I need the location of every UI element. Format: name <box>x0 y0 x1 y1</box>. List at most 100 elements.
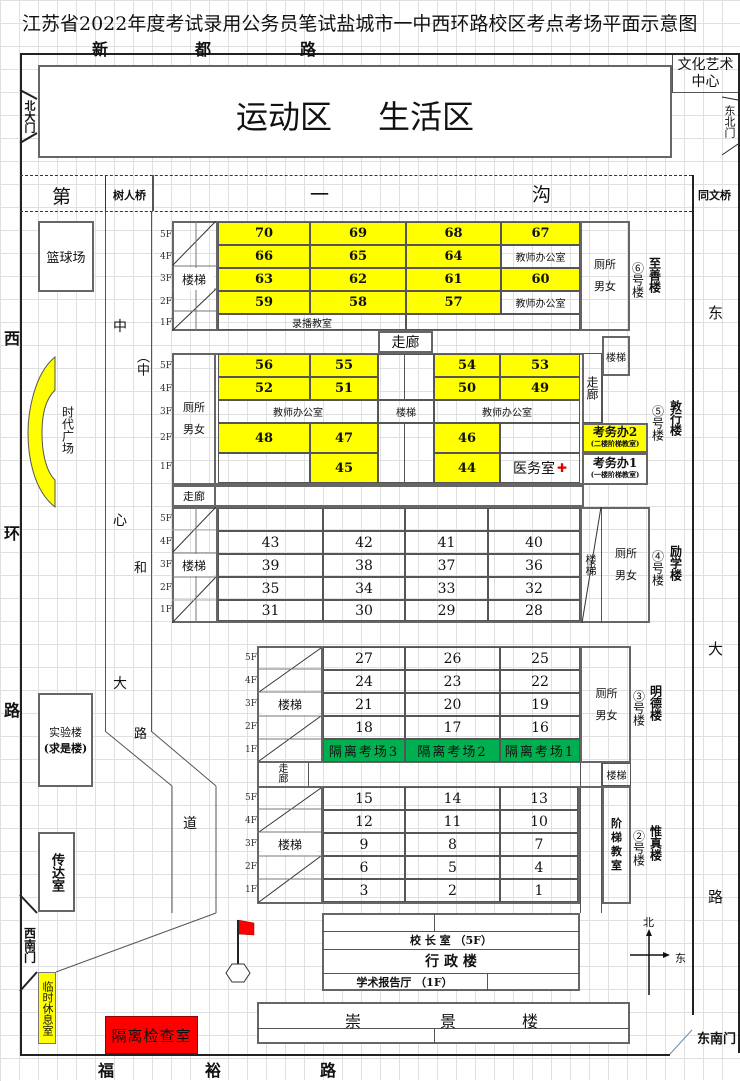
exam-room-36: 36 <box>488 554 580 577</box>
exam-room-51: 51 <box>310 377 378 400</box>
corridor-b3-b2: 走廊 <box>257 763 309 786</box>
basketball-court: 篮球场 <box>38 221 94 292</box>
center-road-5: 路 <box>134 727 148 742</box>
exam-room-15: 15 <box>323 787 405 810</box>
exam-room-10: 10 <box>500 810 578 833</box>
exam-room-18: 18 <box>323 716 405 739</box>
corridor-b6-b5: 走廊 <box>378 331 433 353</box>
exam-room-40: 40 <box>488 531 580 554</box>
exam-room-59: 59 <box>218 291 310 314</box>
medical-room: 医务室✚ <box>500 453 580 483</box>
southeast-gate: 东南门 <box>697 1032 737 1047</box>
exam-room-19: 19 <box>500 693 580 716</box>
tongwen-bridge: 同文桥 <box>698 189 731 202</box>
lab-building-label: 实验楼 <box>49 726 82 739</box>
exam-room-45: 45 <box>310 453 378 483</box>
exam-room-5: 5 <box>405 856 500 879</box>
b4-number: ④号楼 <box>650 550 665 586</box>
sports-life-zone <box>38 65 672 158</box>
exam-room-33: 33 <box>405 577 488 600</box>
center-road-2: 心 <box>113 513 127 529</box>
b4-stairs: 楼梯 <box>174 554 214 576</box>
exam-room-26: 26 <box>405 647 500 670</box>
exam-office-2: 考务办2 (二楼阶梯教室) <box>582 423 648 453</box>
exam-room-30: 30 <box>323 600 405 621</box>
compass-north-label: 北 <box>643 916 654 929</box>
exam-room-39: 39 <box>218 554 323 577</box>
exam-room-27: 27 <box>323 647 405 670</box>
principal-office: 校 长 室 （5F） <box>410 934 492 947</box>
exam-room-37: 37 <box>405 554 488 577</box>
exam-room-57: 57 <box>406 291 501 314</box>
exam-room-12: 12 <box>323 810 405 833</box>
exam-room-20: 20 <box>405 693 500 716</box>
b2-east-stairs: 楼梯 <box>602 763 631 786</box>
exam-room-21: 21 <box>323 693 405 716</box>
recording-classroom: 录播教室 <box>218 314 406 330</box>
exam-room-38: 38 <box>323 554 405 577</box>
b3-name: 明德楼 <box>648 685 663 721</box>
exam-room-56: 56 <box>218 354 310 377</box>
exam-room-2: 2 <box>405 879 500 902</box>
isolation-exam-room-2: 隔离考场2 <box>405 739 500 762</box>
exam-room-22: 22 <box>500 670 580 693</box>
north-gate: 北大门 <box>23 99 36 133</box>
academic-hall: 学术报告厅 （1F） <box>322 973 488 991</box>
road-south-2: 裕 <box>205 1061 222 1080</box>
b4-east-stairs <box>580 507 602 623</box>
life-zone-label: 生活区 <box>378 98 475 136</box>
b5-name: 敦行楼 <box>668 400 683 436</box>
lab-building: 实验楼 (求是楼) <box>38 693 93 787</box>
b6-number: ⑥号楼 <box>630 262 645 298</box>
isolation-check-room: 隔离检查室 <box>105 1016 198 1054</box>
flag-icon <box>225 919 255 983</box>
road-east-1: 东 <box>708 304 724 322</box>
b6-teacher-office-4f: 教师办公室 <box>501 245 580 268</box>
culture-art-center: 文化艺术中心 <box>672 55 738 93</box>
ditch-label-2: 一 <box>310 184 330 206</box>
exam-room-60: 60 <box>501 268 580 291</box>
exam-room-25: 25 <box>500 647 580 670</box>
exam-room-41: 41 <box>405 531 488 554</box>
page-title: 江苏省2022年度考试录用公务员笔试盐城市一中西环路校区考点考场平面示意图 <box>22 13 698 35</box>
road-north-1: 新 <box>92 40 109 59</box>
b6-name: 至善楼 <box>647 257 662 293</box>
exam-room-53: 53 <box>500 354 580 377</box>
b4-name: 励学楼 <box>668 545 683 581</box>
west-boundary <box>20 53 22 1055</box>
northeast-gate: 东北门 <box>723 104 736 138</box>
exam-room-11: 11 <box>405 810 500 833</box>
b6-teacher-office-2f: 教师办公室 <box>501 291 580 314</box>
exam-room-3: 3 <box>323 879 405 902</box>
chongjing-label-3: 楼 <box>522 1012 539 1031</box>
exam-room-35: 35 <box>218 577 323 600</box>
exam-room-64: 64 <box>406 245 501 268</box>
guard-room: 传达室 <box>38 832 75 912</box>
road-east-2: 大 <box>708 640 724 658</box>
east-boundary-outer <box>738 53 740 1053</box>
exam-room-8: 8 <box>405 833 500 856</box>
b6-stairs: 楼梯 <box>174 268 214 290</box>
exam-room-28: 28 <box>488 600 580 621</box>
east-road-inner-line <box>692 175 694 1015</box>
exam-room-69: 69 <box>310 222 406 245</box>
lab-building-sub: (求是楼) <box>43 742 88 755</box>
center-road-6: 道 <box>183 816 197 832</box>
exam-room-32: 32 <box>488 577 580 600</box>
b2-number: ②号楼 <box>631 830 646 866</box>
isolation-exam-room-1: 隔离考场1 <box>500 739 580 762</box>
exam-room-42: 42 <box>323 531 405 554</box>
exam-room-70: 70 <box>218 222 310 245</box>
exam-room-29: 29 <box>405 600 488 621</box>
b2-name: 惟真楼 <box>648 825 663 861</box>
road-west-1: 西 <box>4 329 21 348</box>
center-road-1: 中 <box>113 319 127 335</box>
road-east-3: 路 <box>708 888 724 906</box>
ditch-label-1: 第 <box>52 186 72 208</box>
b5-corridor: 走廊 <box>582 353 602 423</box>
isolation-exam-room-3: 隔离考场3 <box>323 739 405 762</box>
medical-cross-icon: ✚ <box>556 461 568 475</box>
b3-number: ③号楼 <box>631 690 646 726</box>
exam-room-4: 4 <box>500 856 578 879</box>
